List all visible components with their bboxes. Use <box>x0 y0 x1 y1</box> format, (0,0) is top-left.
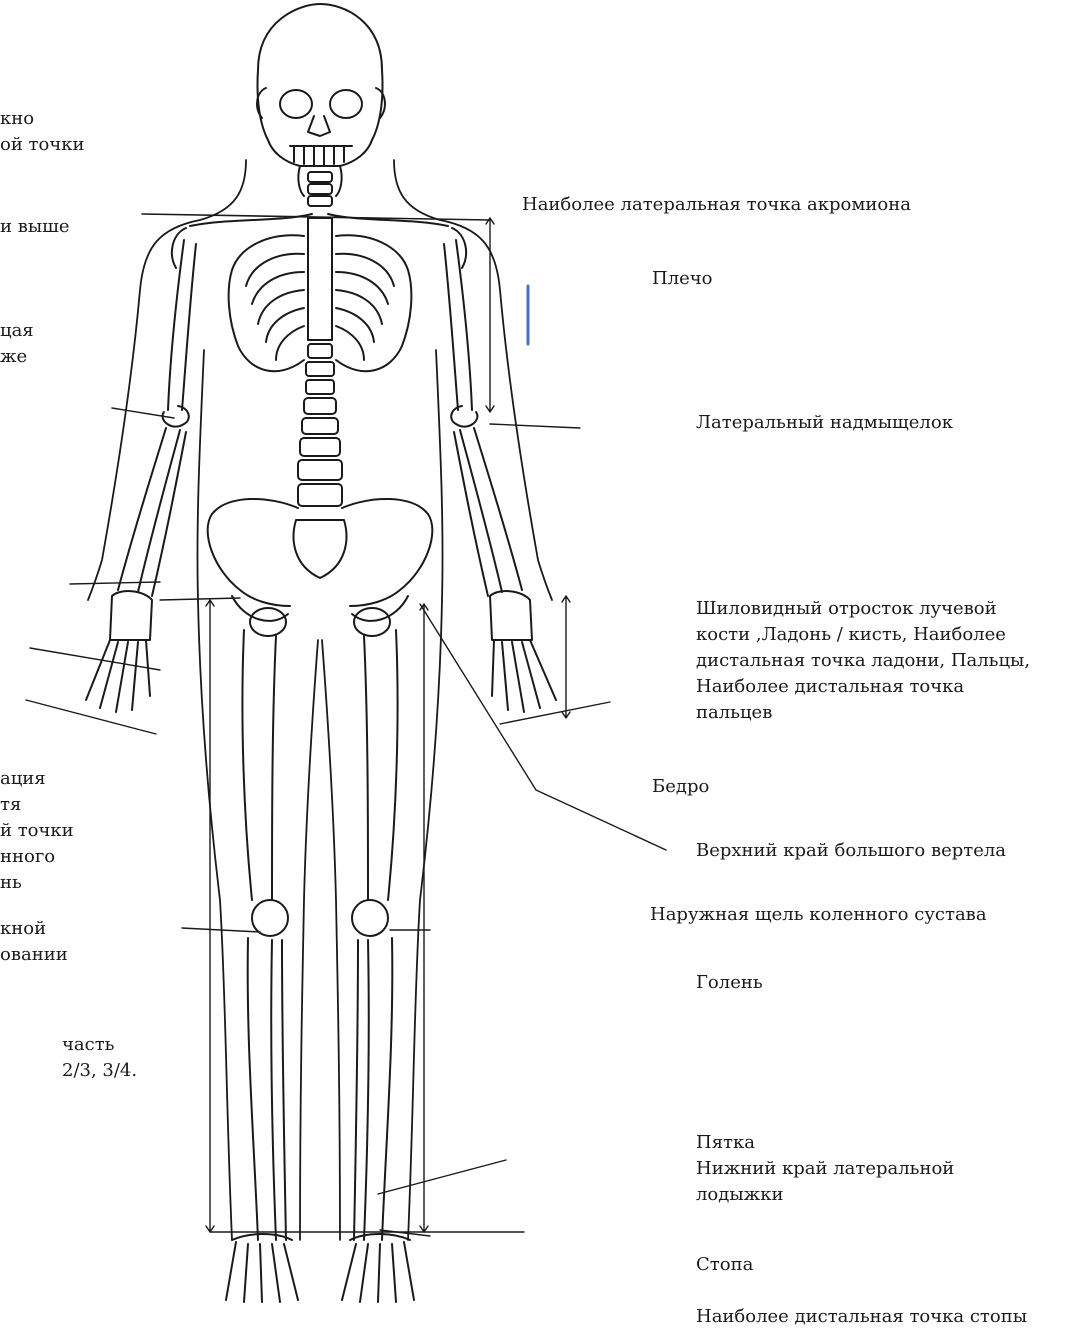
label-shoulder: Плечо <box>652 266 713 292</box>
skull <box>257 4 385 196</box>
cervical-spine <box>308 172 332 206</box>
label-styloid-process: Шиловидный отросток лучевой кости ,Ладон… <box>696 596 1030 726</box>
label-thigh: Бедро <box>652 774 709 800</box>
feet <box>226 1234 414 1302</box>
spine <box>298 344 342 506</box>
legs <box>242 630 397 1240</box>
left-label-fragment-6: часть 2/3, 3/4. <box>62 1032 137 1084</box>
label-greater-trochanter: Верхний край большого вертела <box>696 838 1006 864</box>
left-label-fragment-1: кно ой точки <box>0 106 85 158</box>
label-lateral-epicondyle: Латеральный надмыщелок <box>696 410 953 436</box>
rib-cage <box>229 218 412 371</box>
left-label-fragment-2: и выше <box>0 214 70 240</box>
pelvis <box>208 499 433 636</box>
body-outline <box>88 160 552 1240</box>
label-shin: Голень <box>696 970 763 996</box>
label-acromion: Наиболее латеральная точка акромиона <box>522 192 911 218</box>
left-label-fragment-3: цая же <box>0 318 34 370</box>
left-label-fragment-5: кной овании <box>0 916 68 968</box>
label-heel-malleolus: Пятка Нижний край латеральной лодыжки <box>696 1130 954 1208</box>
label-foot-distal-point: Наиболее дистальная точка стопы <box>696 1304 1027 1330</box>
label-knee-joint: Наружная щель коленного сустава <box>650 902 987 928</box>
label-foot: Стопа <box>696 1252 753 1278</box>
right-arm <box>444 240 556 712</box>
left-arm <box>86 240 196 712</box>
left-label-fragment-4: ация тя й точки нного нь <box>0 766 74 896</box>
